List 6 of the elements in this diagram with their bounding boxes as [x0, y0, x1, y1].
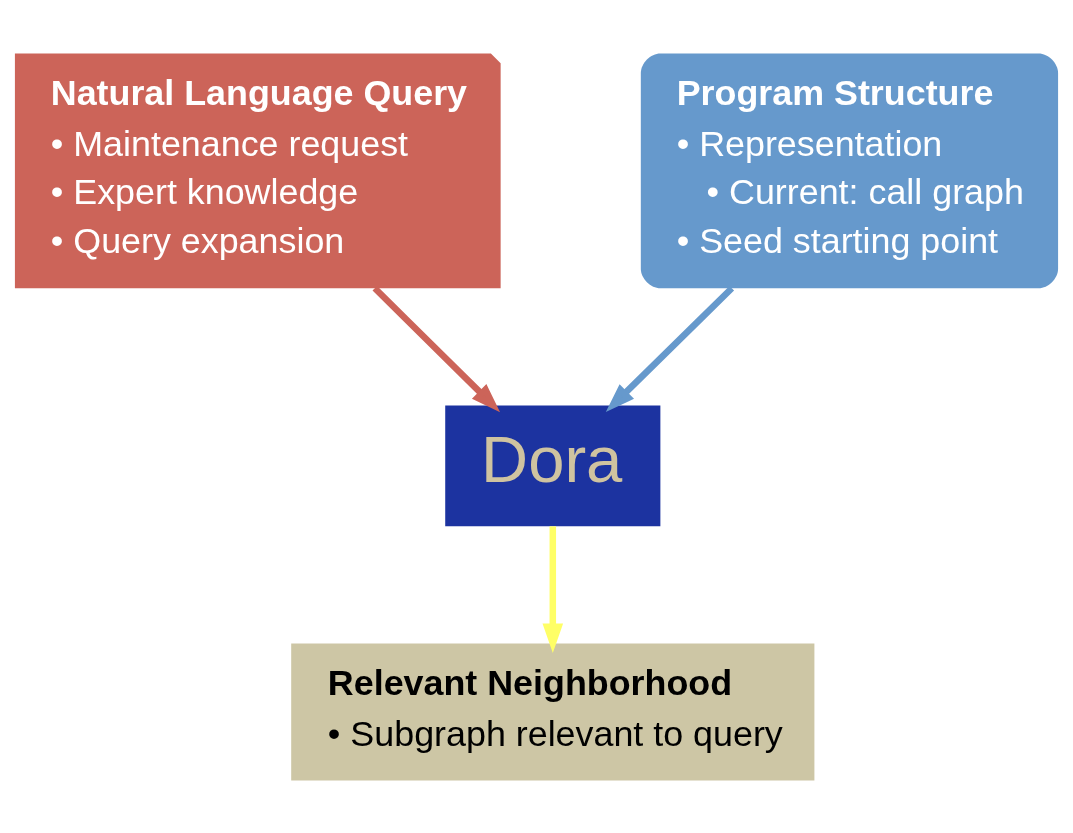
arrow — [605, 285, 735, 412]
node-box: Relevant Neighborhood • Subgraph relevant to query — [291, 643, 815, 780]
arrow — [542, 525, 564, 653]
arrow — [372, 285, 501, 412]
node-box: Program Structure • Representation • Current: call graph • Seed starting point — [640, 53, 1059, 288]
node-box: Dora — [445, 405, 661, 526]
